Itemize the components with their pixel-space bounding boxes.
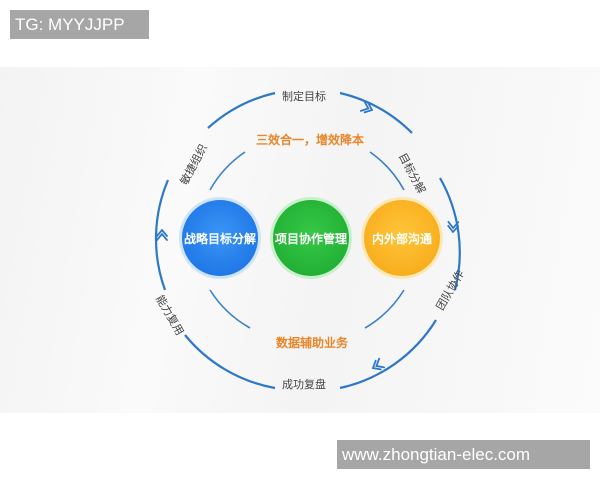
- watermark-top-left: TG: MYYJJPP: [10, 10, 149, 39]
- outer-ring: [154, 91, 461, 390]
- circle-project: [270, 197, 352, 279]
- arrow-up-icon: [156, 228, 168, 241]
- circle-strategy: [179, 197, 261, 279]
- arrow-down-icon: [447, 220, 460, 234]
- arrow-down-left-icon: [371, 357, 386, 371]
- inner-label-bottom: 数据辅助业务: [276, 336, 349, 350]
- arrow-right-icon: [359, 100, 374, 114]
- inner-label-top: 三效合一，增效降本: [256, 133, 365, 147]
- ring-label-set-goals: 制定目标: [282, 90, 326, 103]
- arrow-icons: [156, 100, 460, 371]
- circle-communication: [361, 197, 443, 279]
- circle-label-strategy: 战略目标分解: [183, 231, 256, 246]
- ring-label-review: 成功复盘: [282, 378, 326, 391]
- circle-label-communication: 内外部沟通: [371, 231, 432, 246]
- inner-ring: [209, 151, 405, 329]
- watermark-bottom-right: www.zhongtian-elec.com: [337, 440, 590, 469]
- circle-label-project: 项目协作管理: [274, 231, 347, 246]
